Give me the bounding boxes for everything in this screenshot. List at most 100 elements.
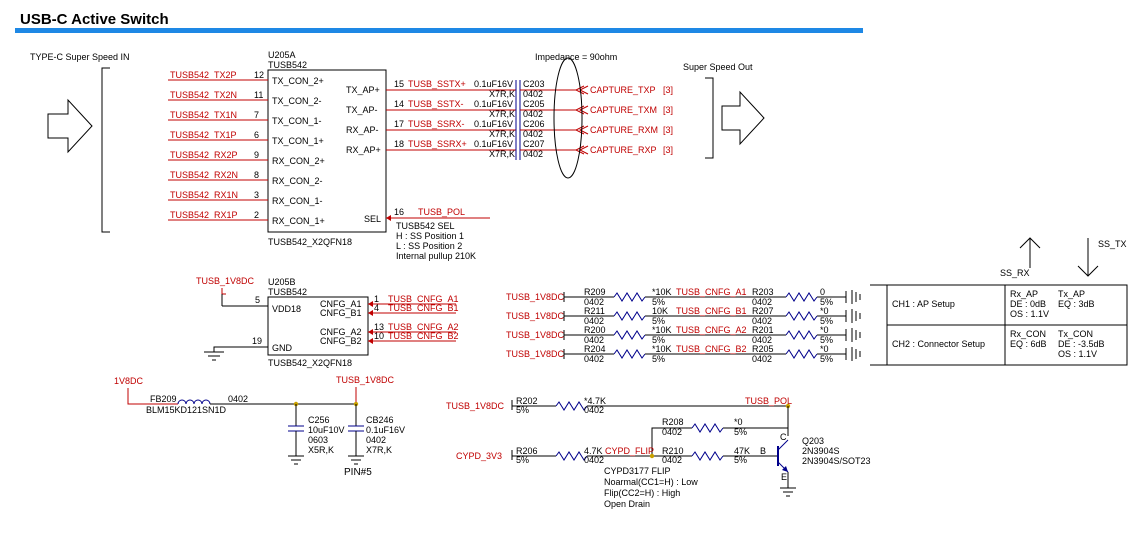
strap-source-net: TUSB_1V8DC [506,311,565,321]
r2-val: *0 [820,325,829,335]
flip-note-line: Flip(CC2=H) : High [604,488,680,498]
r2-pkg: 0402 [752,354,772,364]
config-channel-name: CH2 : Connector Setup [892,339,985,349]
ferrite-part: BLM15KD121SN1D [146,405,227,415]
c256-ref: C256 [308,415,330,425]
page-ref: [3] [663,145,673,155]
sel-note-line: TUSB542 SEL [396,221,455,231]
cfg-pin-num: 1 [374,294,379,304]
right-pin-net: TUSB_SSTX- [408,99,464,109]
strap-net: TUSB_CNFG_B2 [676,344,747,354]
cb246-pkg: 0402 [366,435,386,445]
r1-ref: R211 [584,306,605,316]
capture-net: CAPTURE_RXM [590,125,658,135]
r206-ref: R206 [516,446,538,456]
gnd-pin-name: GND [272,343,293,353]
up-arrow-icon [1019,237,1041,249]
cfg-net: TUSB_CNFG_B1 [388,303,459,313]
r2-pkg: 0402 [752,316,772,326]
page-ref: [3] [663,105,673,115]
left-pin-num: 7 [254,110,259,120]
u205b-body [267,296,369,356]
title-bar [15,28,863,33]
c256-val: 10uF10V [308,425,345,435]
left-pin-name: RX_CON_2- [272,176,323,186]
cfg-pin-arrow [368,310,373,316]
cap-pkg: 0402 [523,149,543,159]
left-pin-name: RX_CON_1+ [272,216,325,226]
config-tx-line: Tx_AP [1058,289,1085,299]
r1-ref: R200 [584,325,606,335]
r2-ref: R201 [752,325,774,335]
r1-ref: R204 [584,344,606,354]
right-pin-num: 18 [394,139,404,149]
u205b-ref: U205B [268,277,296,287]
cfg-pin-arrow [368,329,373,335]
r2-pkg: 0402 [752,335,772,345]
cfg-pin-name: CNFG_A2 [320,327,362,337]
pin5-label: PIN#5 [344,467,372,478]
right-pin-num: 15 [394,79,404,89]
r2-ref: R207 [752,306,774,316]
right-pin-name: RX_AP- [346,125,379,135]
r208-tol: 5% [734,427,747,437]
r1-tol: 5% [652,335,665,345]
r1-pkg: 0402 [584,316,604,326]
config-tx-line: DE : -3.5dB [1058,339,1105,349]
c256-pkg: 0603 [308,435,328,445]
cfg-pin-arrow [368,338,373,344]
typec-in-bracket [101,67,110,233]
right-pin-name: TX_AP- [346,105,378,115]
config-rx-line: Rx_AP [1010,289,1038,299]
r206-pkg: 0402 [584,455,604,465]
impedance-label: Impedance = 90ohm [535,52,617,62]
r206-tol: 5% [516,455,529,465]
r2-tol: 5% [820,297,833,307]
right-pin-num: 17 [394,119,404,129]
resistor-icon [613,349,646,359]
capture-net: CAPTURE_RXP [590,145,657,155]
cap-ref: C207 [523,139,545,149]
q-ref: Q203 [802,436,824,446]
q-part: 2N3904S [802,446,840,456]
left-pin-net: TUSB542_TX2N [170,90,237,100]
r1-val: *10K [652,344,672,354]
r2-val: 0 [820,287,825,297]
q-emitter-label: E [781,472,787,482]
cap-ref: C206 [523,119,545,129]
r202-resistor-icon [555,401,588,411]
left-pin-num: 6 [254,130,259,140]
left-pin-name: TX_CON_2- [272,96,322,106]
config-table [870,284,1128,366]
r210-val: 47K [734,446,750,456]
left-pin-num: 3 [254,190,259,200]
ss-out-bracket [705,77,714,159]
config-tx-line: OS : 1.1V [1058,349,1097,359]
config-tx-line: EQ : 3dB [1058,299,1095,309]
pf-in-net: 1V8DC [114,376,144,386]
left-pin-num: 8 [254,170,259,180]
flip-note-line: Noarmal(CC1=H) : Low [604,477,698,487]
sel-note-line: Internal pullup 210K [396,251,476,261]
r1-tol: 5% [652,316,665,326]
output-arrow-icon [721,90,765,146]
strap-net: TUSB_CNFG_B1 [676,306,747,316]
q-pkg: 2N3904S/SOT23 [802,456,871,466]
c256-spec: X5R,K [308,445,334,455]
r1-ref: R209 [584,287,606,297]
right-pin-net: TUSB_SSTX+ [408,79,466,89]
left-pin-net: TUSB542_RX1P [170,210,238,220]
r1-pkg: 0402 [584,297,604,307]
resistor-icon [613,292,646,302]
strap-net: TUSB_CNFG_A1 [676,287,747,297]
cfg-pin-name: CNFG_A1 [320,299,362,309]
r2-tol: 5% [820,335,833,345]
page-ref: [3] [663,85,673,95]
r206-val: 4.7K [584,446,603,456]
r202-val: *4.7K [584,396,606,406]
ss-out-label: Super Speed Out [683,62,753,72]
